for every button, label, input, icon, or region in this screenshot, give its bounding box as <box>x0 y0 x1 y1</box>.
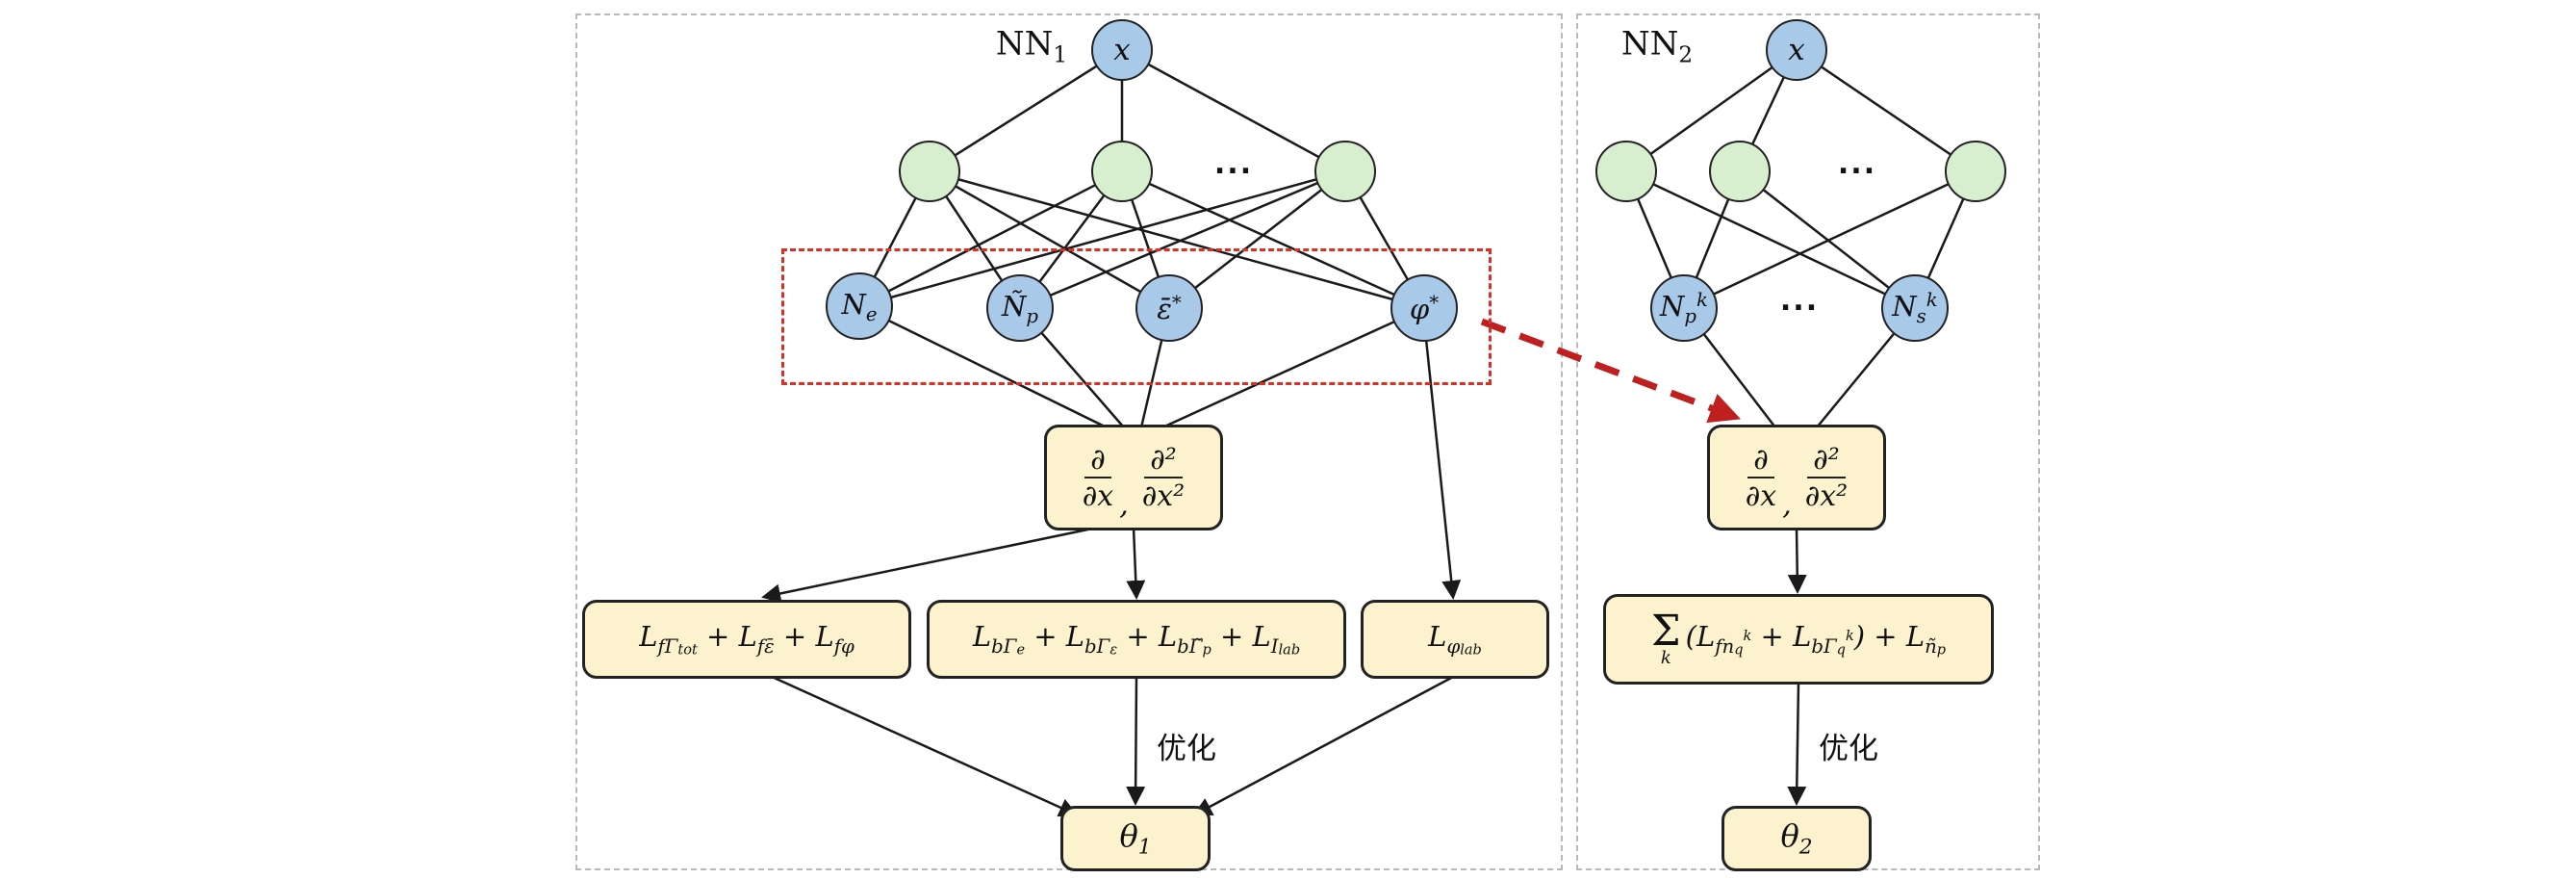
nn1-output-highlight-box <box>781 248 1492 385</box>
nn2-output-label-nsk: Nsk <box>1892 289 1938 327</box>
nn1-output-node-ne: Ne <box>826 272 893 340</box>
nn1-derivative-box: ∂ ∂x , ∂² ∂x² <box>1044 425 1223 530</box>
fraction-denominator: ∂x <box>1745 478 1777 513</box>
nn1-loss-boundary-label: LbΓe + LbΓε + LbΓ̃p + LIlab <box>972 620 1301 659</box>
nn1-hidden-ellipsis: ··· <box>1213 154 1254 189</box>
nn1-output-node-np: Ñp <box>986 274 1054 342</box>
nn1-input-label: x <box>1113 33 1131 67</box>
nn2-theta-box: θ2 <box>1722 806 1872 871</box>
nn2-second-derivative-fraction: ∂² ∂x² <box>1799 444 1853 512</box>
nn2-hidden-node-1 <box>1595 141 1657 202</box>
nn2-first-derivative-fraction: ∂ ∂x <box>1740 444 1782 512</box>
nn1-second-derivative-fraction: ∂² ∂x² <box>1136 444 1190 512</box>
nn1-optimize-label: 优化 <box>1157 732 1216 766</box>
nn1-hidden-node-1 <box>899 141 960 202</box>
nn1-loss-phi-lab-box: Lφlab <box>1361 600 1549 679</box>
nn2-input-node: x <box>1766 19 1827 81</box>
nn1-output-label-eps: ε̄* <box>1157 291 1182 325</box>
fraction-numerator: ∂² <box>1807 444 1846 478</box>
fraction-numerator: ∂² <box>1144 444 1183 478</box>
sigma-index: k <box>1660 647 1671 668</box>
nn2-hidden-node-3 <box>1945 141 2006 202</box>
nn1-output-node-eps: ε̄* <box>1135 274 1203 342</box>
nn2-output-ellipsis: ··· <box>1779 291 1820 325</box>
nn2-theta-label: θ2 <box>1780 817 1813 860</box>
comma-separator: , <box>1119 488 1129 522</box>
nn2-loss-label: (Lfnqk + LbΓqk) + Lñp <box>1685 620 1947 659</box>
nn2-output-node-npk: Npk <box>1650 274 1718 342</box>
nn2-hidden-node-2 <box>1709 141 1771 202</box>
fraction-denominator: ∂x <box>1082 478 1114 513</box>
nn1-theta-box: θ1 <box>1060 806 1211 871</box>
nn1-first-derivative-fraction: ∂ ∂x <box>1077 444 1119 512</box>
nn1-input-node: x <box>1091 19 1153 81</box>
comma-separator: , <box>1782 488 1792 522</box>
nn2-output-label-npk: Npk <box>1660 289 1708 327</box>
summation-symbol: Σ k <box>1651 611 1681 666</box>
nn2-input-label: x <box>1788 33 1805 67</box>
fraction-denominator: ∂x² <box>1804 478 1849 513</box>
nn1-hidden-node-3 <box>1314 141 1376 202</box>
nn1-output-label-phi: φ* <box>1409 291 1440 325</box>
nn1-title: NN1 <box>995 24 1068 68</box>
fraction-numerator: ∂ <box>1084 444 1111 478</box>
nn1-output-label-ne: Ne <box>841 287 878 325</box>
nn2-derivative-box: ∂ ∂x , ∂² ∂x² <box>1707 425 1886 530</box>
nn2-hidden-ellipsis: ··· <box>1837 154 1877 189</box>
fraction-numerator: ∂ <box>1747 444 1774 478</box>
nn1-loss-phi-lab-label: Lφlab <box>1428 620 1482 659</box>
nn1-output-node-phi: φ* <box>1390 274 1458 342</box>
nn1-hidden-node-2 <box>1091 141 1153 202</box>
nn2-optimize-label: 优化 <box>1819 732 1878 766</box>
nn2-output-node-nsk: Nsk <box>1881 274 1949 342</box>
nn1-loss-domain-label: LfΓtot + Lfε̄ + Lfφ <box>639 620 854 659</box>
nn2-title: NN2 <box>1620 24 1694 68</box>
phi-to-nn2-red-arrow <box>1480 318 1742 424</box>
nn1-theta-label: θ1 <box>1119 817 1152 860</box>
nn2-loss-box: Σ k (Lfnqk + LbΓqk) + Lñp <box>1603 594 1994 685</box>
nn1-output-label-np: Ñp <box>1002 289 1038 327</box>
fraction-denominator: ∂x² <box>1141 478 1186 513</box>
sigma-glyph: Σ <box>1650 608 1681 657</box>
nn1-loss-domain-box: LfΓtot + Lfε̄ + Lfφ <box>582 600 911 679</box>
nn1-loss-boundary-box: LbΓe + LbΓε + LbΓ̃p + LIlab <box>927 600 1346 679</box>
